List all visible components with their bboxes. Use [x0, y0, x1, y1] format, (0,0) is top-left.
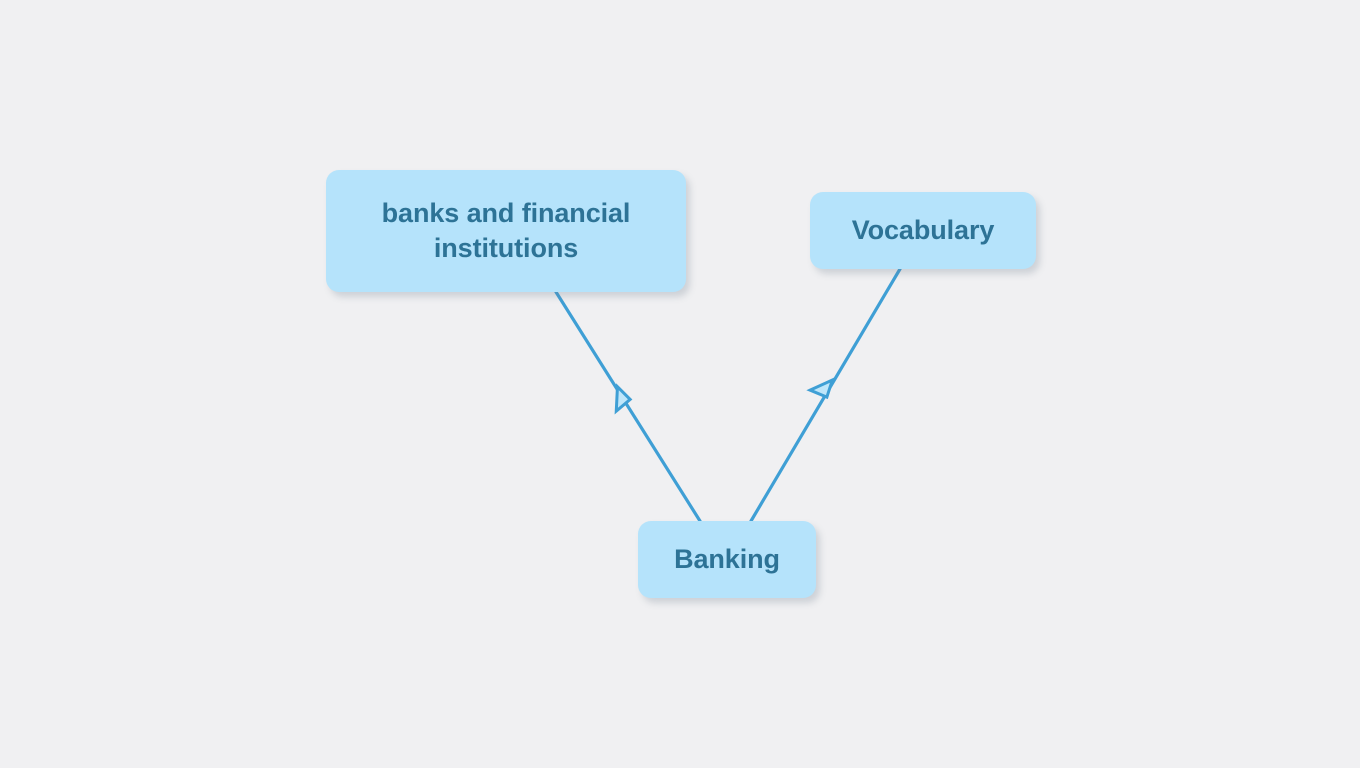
arrowhead-icon: [806, 377, 835, 400]
edge-banking-to-banks[interactable]: [554, 290, 702, 523]
node-banking[interactable]: Banking: [638, 521, 816, 598]
arrowhead-icon: [614, 383, 633, 415]
node-banks-and-financial-institutions[interactable]: banks and financial institutions: [326, 170, 686, 292]
node-label: banks and financial institutions: [381, 198, 631, 263]
node-vocabulary[interactable]: Vocabulary: [810, 192, 1036, 269]
node-label: Vocabulary: [851, 215, 995, 246]
edge-banking-to-vocabulary[interactable]: [749, 267, 902, 523]
node-label: Banking: [674, 544, 780, 575]
edge-line: [554, 290, 702, 523]
